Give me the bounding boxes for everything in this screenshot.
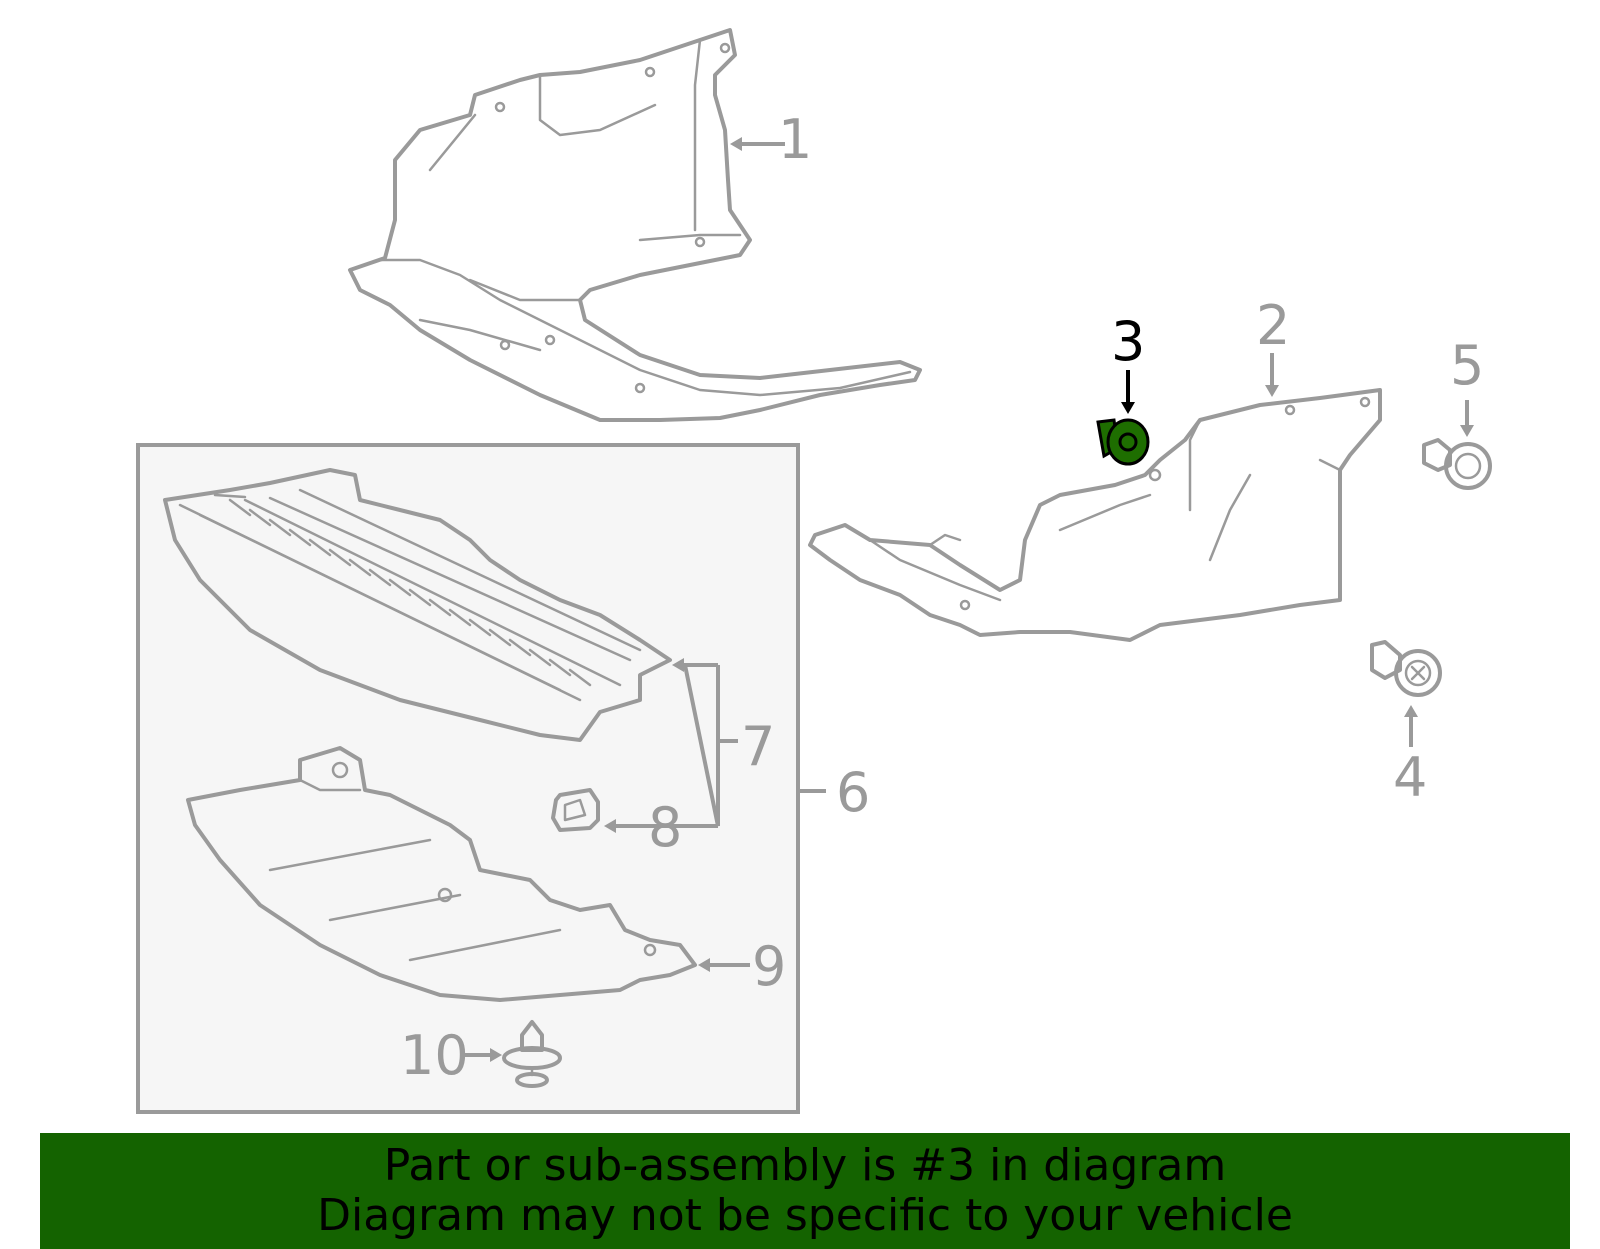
subassembly-box xyxy=(136,443,800,1114)
leader-lines xyxy=(465,137,1474,1062)
callout-10: 10 xyxy=(400,1024,469,1087)
part-9-drawing[interactable] xyxy=(186,746,697,1002)
callout-2: 2 xyxy=(1256,294,1290,357)
banner-line-1: Part or sub-assembly is #3 in diagram xyxy=(383,1140,1227,1191)
callout-5: 5 xyxy=(1450,334,1484,397)
callout-4: 4 xyxy=(1393,746,1427,809)
info-banner: Part or sub-assembly is #3 in diagram Di… xyxy=(40,1133,1570,1249)
part-10-clip[interactable] xyxy=(502,1020,562,1088)
callout-7: 7 xyxy=(741,715,775,778)
callout-1: 1 xyxy=(778,108,812,171)
callout-8: 8 xyxy=(648,796,682,859)
part-5-bolt[interactable] xyxy=(1422,438,1492,490)
callout-6: 6 xyxy=(836,761,870,824)
part-1-drawing[interactable] xyxy=(348,28,922,422)
callout-9: 9 xyxy=(752,935,786,998)
part-7-drawing[interactable] xyxy=(163,468,672,742)
banner-line-2: Diagram may not be specific to your vehi… xyxy=(317,1190,1293,1241)
callout-3: 3 xyxy=(1111,310,1145,373)
part-8-clip[interactable] xyxy=(551,788,600,832)
part-3-clip[interactable] xyxy=(1096,418,1150,466)
part-2-drawing[interactable] xyxy=(808,388,1382,642)
part-4-screw[interactable] xyxy=(1370,640,1442,697)
